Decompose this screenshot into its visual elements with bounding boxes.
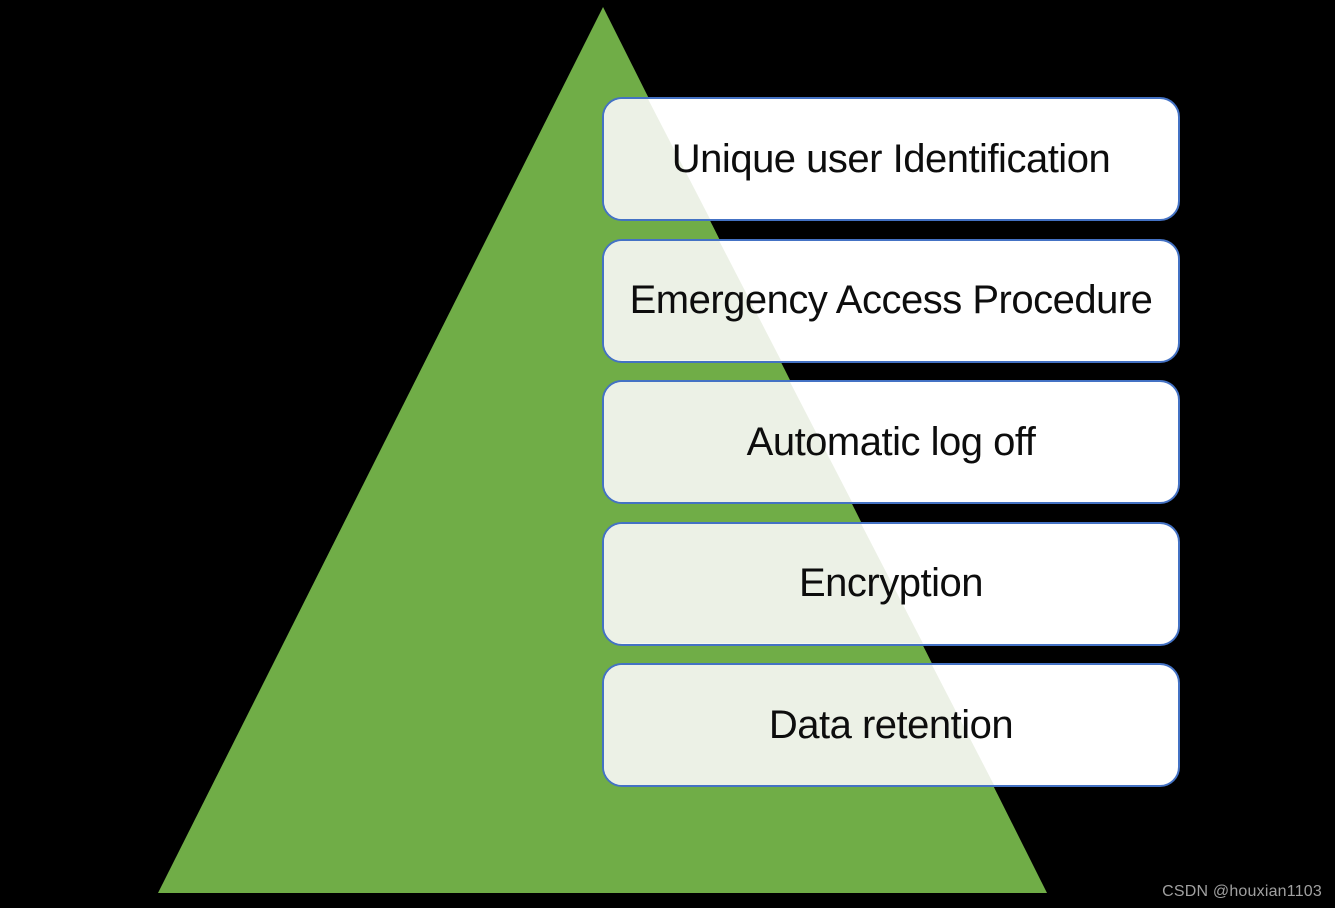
layer-label: Automatic log off — [746, 419, 1036, 464]
layer-box-data-retention: Data retention — [602, 663, 1180, 787]
pyramid-layer-list: Unique user Identification Emergency Acc… — [602, 97, 1180, 787]
layer-label: Data retention — [768, 702, 1014, 747]
layer-box-unique-user-identification: Unique user Identification — [602, 97, 1180, 221]
layer-label: Emergency Access Procedure — [629, 278, 1153, 322]
watermark: CSDN @houxian1103 — [1162, 883, 1322, 900]
layer-box-encryption: Encryption — [602, 521, 1180, 646]
pyramid-overlap-tint — [604, 665, 994, 785]
pyramid-overlap-tint — [604, 523, 923, 644]
layer-label: Unique user Identification — [671, 136, 1111, 181]
layer-box-emergency-access-procedure: Emergency Access Procedure — [602, 238, 1180, 363]
layer-box-automatic-log-off: Automatic log off — [602, 380, 1180, 504]
layer-label: Encryption — [799, 561, 983, 605]
